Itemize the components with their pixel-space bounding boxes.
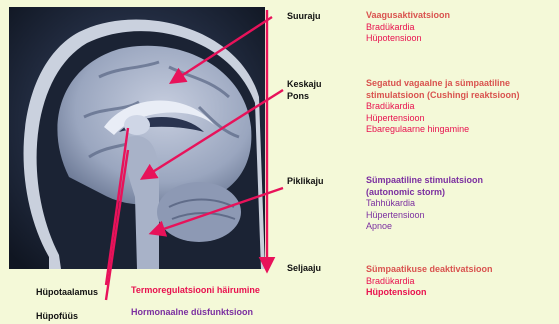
effect-line: stimulatsioon (Cushingi reaktsioon) — [366, 90, 520, 102]
effect-line: Hüpotensioon — [366, 287, 493, 299]
region-label-suuraju: Suuraju — [287, 10, 321, 22]
effect-line: Apnoe — [366, 221, 483, 233]
effect-line: Tahhükardia — [366, 198, 483, 210]
effects-keskaju-pons: Segatud vagaalne ja sümpaatiline stimula… — [366, 78, 520, 136]
region-label-seljaaju: Seljaaju — [287, 262, 321, 274]
effect-line: Segatud vagaalne ja sümpaatiline — [366, 78, 520, 90]
effect-line: (autonomic storm) — [366, 187, 483, 199]
effect-line: Vaagusaktivatsioon — [366, 10, 450, 22]
mri-brain-image — [9, 7, 265, 269]
label-pituitary: Hüpofüüs — [36, 311, 78, 321]
label-hypothalamus: Hüpotaalamus — [36, 287, 98, 297]
effect-line: Bradükardia — [366, 276, 493, 288]
region-label-piklikaju: Piklikaju — [287, 175, 324, 187]
effect-line: Sümpaatiline stimulatsioon — [366, 175, 483, 187]
effect-line: Ebaregulaarne hingamine — [366, 124, 520, 136]
effects-piklikaju: Sümpaatiline stimulatsioon (autonomic st… — [366, 175, 483, 233]
effect-line: Hüpertensioon — [366, 113, 520, 125]
effect-line: Sümpaatikuse deaktivatsioon — [366, 264, 493, 276]
effect-hypothalamus: Termoregulatsiooni häirumine — [131, 285, 260, 295]
effects-suuraju: Vaagusaktivatsioon Bradükardia Hüpotensi… — [366, 10, 450, 45]
effect-pituitary: Hormonaalne düsfunktsioon — [131, 307, 253, 317]
effects-seljaaju: Sümpaatikuse deaktivatsioon Bradükardia … — [366, 264, 493, 299]
region-label-keskaju-pons: Keskaju Pons — [287, 78, 322, 102]
effect-line: Hüpotensioon — [366, 33, 450, 45]
effect-line: Hüpertensioon — [366, 210, 483, 222]
effect-line: Bradükardia — [366, 101, 520, 113]
effect-line: Bradükardia — [366, 22, 450, 34]
